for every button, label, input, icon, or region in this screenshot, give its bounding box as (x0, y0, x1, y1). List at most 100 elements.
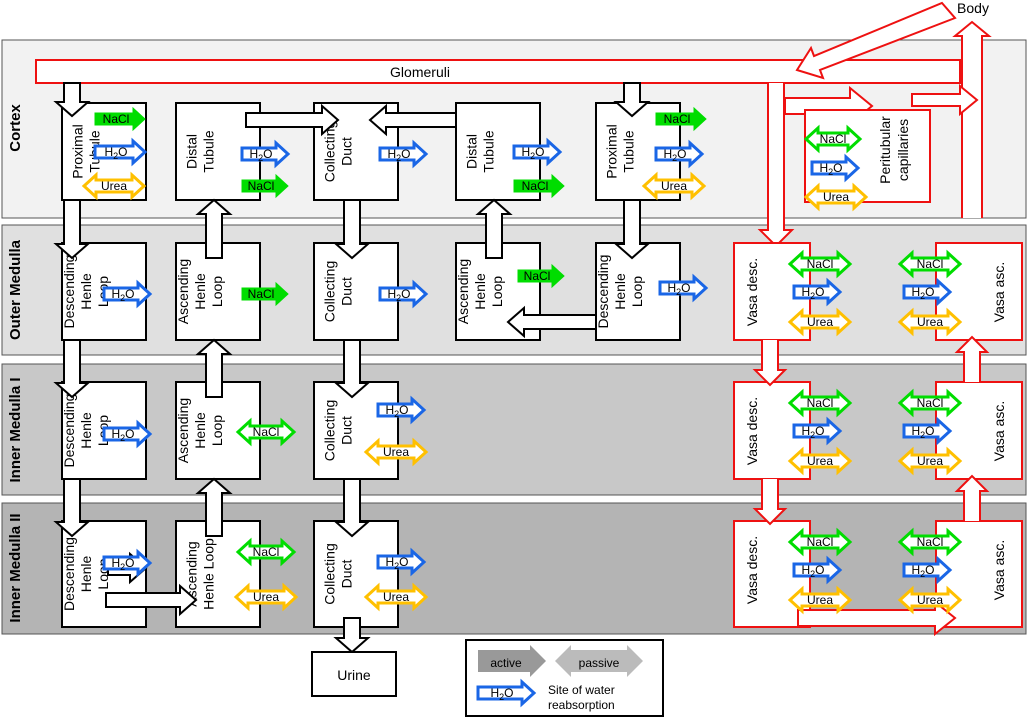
nacl-active-transport-icon: NaCl (655, 106, 707, 132)
segment-text: Ascending (184, 541, 200, 606)
urea-label: Urea (917, 315, 943, 329)
vasa-asc-inner1: Vasa asc. (991, 401, 1007, 461)
nacl-label: NaCl (253, 545, 280, 559)
h2o-active-transport-icon: H2O (658, 273, 709, 303)
flow-arrow (613, 82, 651, 118)
passive-arrow-icon (555, 645, 643, 677)
urea-passive-transport-icon: Urea (81, 171, 147, 201)
nacl-label: NaCl (664, 112, 691, 126)
segment-text: Tubule (201, 130, 217, 173)
segment-text: Ascending (175, 398, 191, 463)
zone-inner-medulla-1: Inner Medulla I (1, 363, 1027, 496)
flow-arrow (506, 305, 597, 339)
nacl-active-transport-icon: NaCl (513, 173, 565, 199)
urea-passive-transport-icon: Urea (233, 582, 299, 612)
urea-passive-transport-icon: Urea (897, 585, 963, 615)
segment-text: Henle (612, 273, 628, 310)
segment-text: Tubule (481, 130, 497, 173)
h2o-label: H2O (801, 285, 824, 301)
segment-text: Duct (339, 560, 355, 589)
flow-arrow (53, 199, 91, 260)
h2o-active-transport-icon: H2O (512, 137, 563, 167)
vasa-desc-inner2: Vasa desc. (744, 536, 760, 604)
h2o-label: H2O (111, 287, 134, 303)
flow-arrow (195, 198, 233, 259)
segment-text: Descending (595, 255, 611, 329)
zone-label-outer-medulla: Outer Medulla (7, 239, 24, 340)
vessel-network: Glomeruli Body Peritubular capillaries V… (35, 0, 1023, 637)
flow-arrow (475, 198, 513, 259)
nacl-active-transport-icon: NaCl (94, 106, 146, 132)
segment-text: Collecting (322, 543, 338, 604)
urea-passive-transport-icon: Urea (787, 585, 853, 615)
active-arrow-icon (478, 645, 546, 677)
h2o-label: H2O (111, 556, 134, 572)
h2o-active-transport-icon: H2O (792, 555, 843, 585)
urea-label: Urea (917, 454, 943, 468)
legend: active passive H2O Site of water reabsor… (465, 639, 664, 717)
h2o-active-transport-icon: H2O (376, 547, 427, 577)
zone-label-inner-medulla-1: Inner Medulla I (7, 377, 24, 482)
urea-label: Urea (823, 190, 849, 204)
nacl-label: NaCl (917, 257, 944, 271)
segment-text: Loop (209, 415, 225, 446)
flow-arrow (53, 339, 91, 399)
legend-water-2: reabsorption (548, 698, 615, 712)
urea-label: Urea (807, 454, 833, 468)
segment-text: Loop (489, 276, 505, 307)
segment-text: Henle (78, 412, 94, 449)
urea-label: Urea (101, 179, 127, 193)
vasa-asc-outer: Vasa asc. (991, 262, 1007, 322)
urea-label: Urea (661, 179, 687, 193)
vasa-asc-inner2: Vasa asc. (991, 540, 1007, 600)
segment-text: Proximal (604, 124, 620, 178)
flow-arrow (333, 478, 371, 538)
nacl-label: NaCl (807, 257, 834, 271)
segment-text: Duct (339, 137, 355, 166)
segment-text: Loop (209, 276, 225, 307)
flow-arrow (53, 82, 91, 118)
flow-arrow (245, 103, 340, 137)
segment-text: Duct (339, 416, 355, 445)
segment-text: Ascending (455, 259, 471, 324)
flow-arrow (195, 477, 233, 537)
segment-text: Duct (339, 277, 355, 306)
urea-label: Urea (917, 593, 943, 607)
vasa-desc-outer: Vasa desc. (744, 258, 760, 326)
segment-text: Ascending (175, 259, 191, 324)
h2o-active-transport-icon: H2O (102, 548, 153, 578)
flow-arrow (368, 103, 457, 137)
urea-passive-transport-icon: Urea (787, 307, 853, 337)
nacl-active-transport-icon: NaCl (241, 281, 289, 307)
nacl-passive-transport-icon: NaCl (897, 388, 963, 418)
h2o-label: H2O (490, 686, 513, 702)
segment-text: Collecting (322, 400, 338, 461)
segment-text: Henle (192, 412, 208, 449)
nacl-label: NaCl (917, 396, 944, 410)
legend-active: active (490, 656, 522, 670)
glomeruli-label: Glomeruli (390, 64, 450, 80)
h2o-label: H2O (387, 147, 410, 163)
nacl-passive-transport-icon: NaCl (897, 249, 963, 279)
segment-text: Descending (61, 394, 77, 468)
h2o-label: H2O (911, 563, 934, 579)
flow-arrow (195, 338, 233, 398)
legend-water-1: Site of water (548, 683, 615, 697)
h2o-label: H2O (385, 555, 408, 571)
nacl-passive-transport-icon: NaCl (787, 388, 853, 418)
segment-text: Henle (472, 273, 488, 310)
h2o-active-transport-icon: H2O (93, 137, 148, 167)
h2o-label: H2O (819, 161, 842, 177)
peritubular-label-1: Peritubular (877, 116, 893, 184)
urea-label: Urea (253, 590, 279, 604)
urea-passive-transport-icon: Urea (363, 437, 429, 467)
urea-label: Urea (807, 315, 833, 329)
urea-label: Urea (383, 590, 409, 604)
nacl-passive-transport-icon: NaCl (803, 124, 863, 154)
water-site-icon: H2O (476, 678, 537, 708)
h2o-label: H2O (911, 285, 934, 301)
zone-label-cortex: Cortex (7, 104, 24, 152)
h2o-label: H2O (667, 281, 690, 297)
zone-label-inner-medulla-2: Inner Medulla II (7, 513, 24, 622)
